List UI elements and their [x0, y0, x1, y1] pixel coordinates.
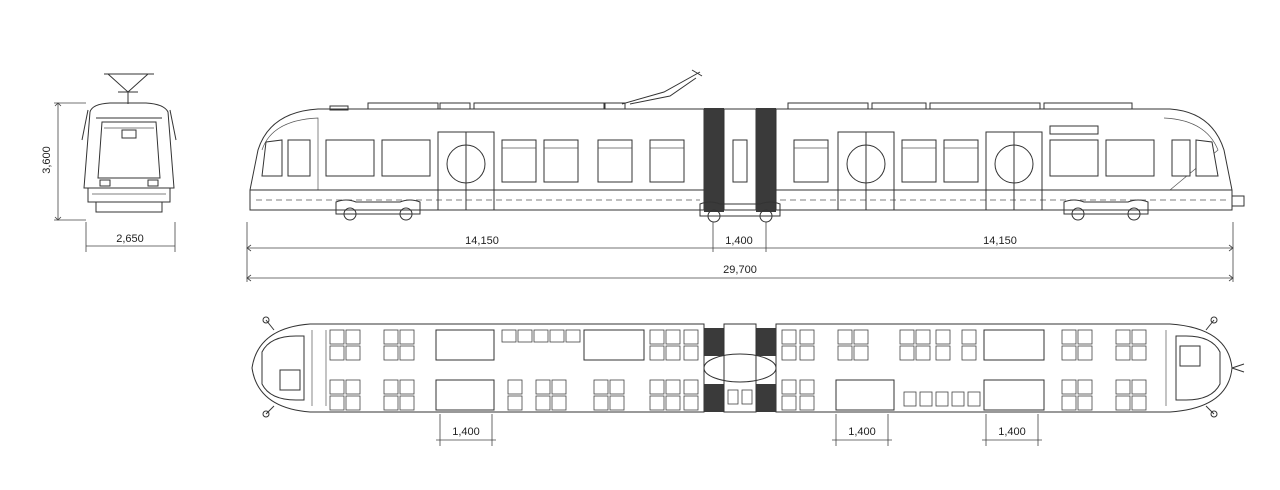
pantograph-icon [104, 73, 154, 104]
section-a-length: 14,150 [465, 235, 499, 247]
side-pantograph-icon [621, 69, 703, 105]
door-3-width: 1,400 [998, 426, 1026, 438]
joint-length: 1,400 [725, 235, 753, 247]
seats [329, 329, 1147, 411]
tram-plan-view [251, 316, 1245, 418]
door-2-width: 1,400 [848, 426, 876, 438]
section-b-length: 14,150 [983, 235, 1017, 247]
side-dimensions: 14,150 1,400 14,150 29,700 [246, 222, 1234, 282]
front-width-dimension: 2,650 [85, 222, 176, 252]
front-height-dimension: 3,600 [41, 102, 86, 221]
front-width-label: 2,650 [116, 233, 144, 245]
bellows-left [704, 108, 724, 212]
tram-front-view [81, 73, 177, 213]
door-dimensions: 1,400 1,400 1,400 [436, 414, 1042, 446]
total-length: 29,700 [723, 264, 757, 276]
tram-side-view [249, 69, 1245, 223]
bellows-right [756, 108, 776, 212]
door-1-width: 1,400 [452, 426, 480, 438]
front-height-label: 3,600 [41, 146, 53, 174]
